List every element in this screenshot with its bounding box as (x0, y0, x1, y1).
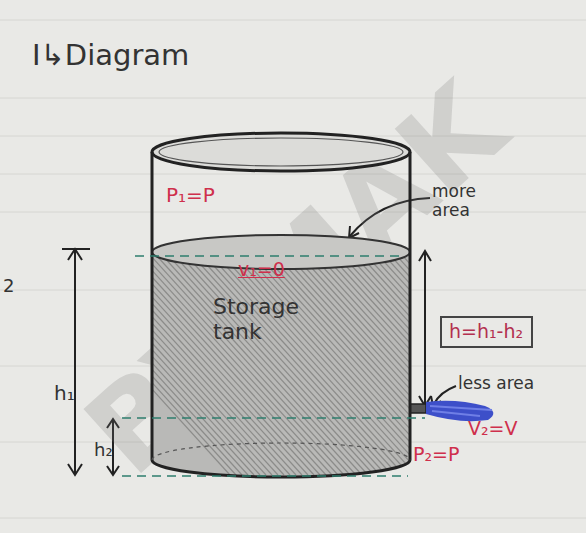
note-text: more area (432, 182, 512, 219)
velocity-label: v₁=0 (238, 259, 285, 280)
dimension-label: h₁ (54, 382, 75, 404)
velocity-label: V₂=V (468, 418, 518, 439)
height-box: h=h₁-h₂ (440, 316, 533, 348)
node-text: h=h₁-h₂ (449, 321, 524, 343)
node-text: Storage tank (213, 294, 323, 345)
dimension-label: h₂ (94, 440, 113, 460)
margin-number: 2 (3, 276, 14, 296)
note-text: less area (458, 374, 534, 393)
diagram-title: I↳Diagram (32, 40, 189, 72)
pressure-label: P₂=P (413, 444, 459, 465)
pressure-label: P₁=P (166, 184, 215, 206)
storage-tank: Storage tank (118, 126, 430, 486)
